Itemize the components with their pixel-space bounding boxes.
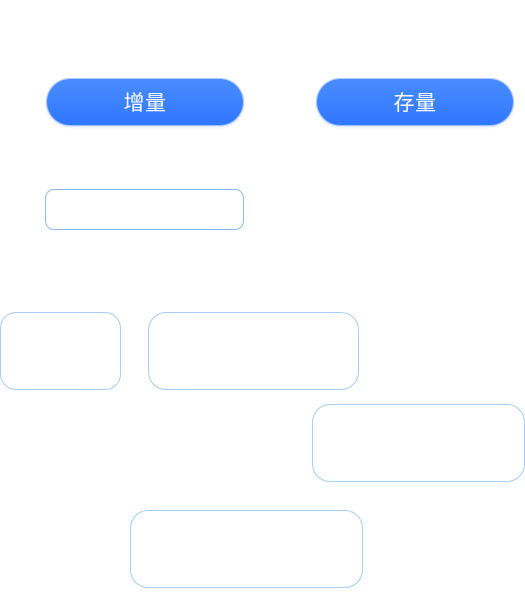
diagram-node-bottom (130, 510, 363, 588)
incremental-button[interactable]: 增量 (47, 79, 243, 125)
diagram-node-middle (148, 312, 359, 390)
diagram-node-right (312, 404, 525, 482)
existing-button[interactable]: 存量 (317, 79, 513, 125)
diagram-node-left (0, 312, 121, 390)
diagram-node-top (45, 189, 244, 230)
